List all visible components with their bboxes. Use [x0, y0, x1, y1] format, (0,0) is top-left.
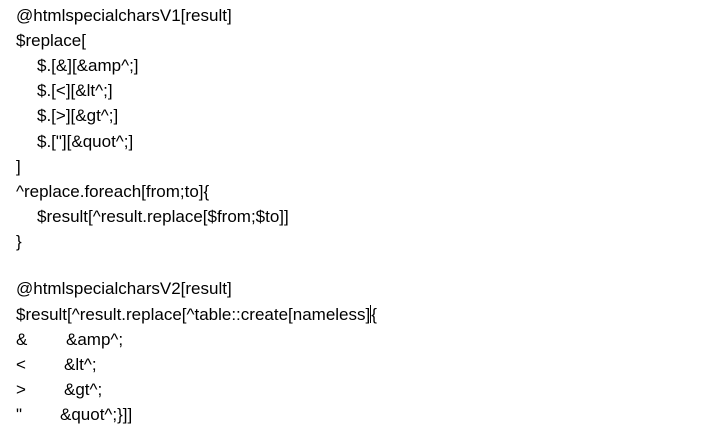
table-cell-from: & — [16, 330, 28, 349]
code-line: $.[>][&gt^;] — [37, 106, 119, 125]
table-cell-to: &quot^;}]] — [60, 405, 133, 424]
code-line: @htmlspecialcharsV1[result] — [16, 6, 232, 25]
table-cell-to: &amp^; — [66, 330, 124, 349]
table-cell-to: &lt^; — [64, 355, 97, 374]
code-text: { — [371, 305, 377, 324]
text-caret — [370, 305, 372, 323]
code-line: } — [16, 232, 22, 251]
table-cell-from: " — [16, 405, 23, 424]
code-line-with-caret: $result[^result.replace[^table::create[n… — [16, 305, 377, 325]
code-line: $.["][&quot^;] — [37, 132, 134, 151]
table-cell-from: > — [16, 380, 26, 399]
code-line: ] — [16, 157, 21, 176]
table-cell-from: < — [16, 355, 26, 374]
table-cell-to: &gt^; — [64, 380, 103, 399]
code-text: $result[^result.replace[^table::create[n… — [16, 305, 371, 324]
code-line: $.[<][&lt^;] — [37, 81, 113, 100]
code-line: $result[^result.replace[$from;$to]] — [37, 207, 289, 226]
code-line: @htmlspecialcharsV2[result] — [16, 279, 232, 298]
code-line: $replace[ — [16, 31, 86, 50]
code-line: $.[&][&amp^;] — [37, 56, 139, 75]
code-line: ^replace.foreach[from;to]{ — [16, 182, 210, 201]
